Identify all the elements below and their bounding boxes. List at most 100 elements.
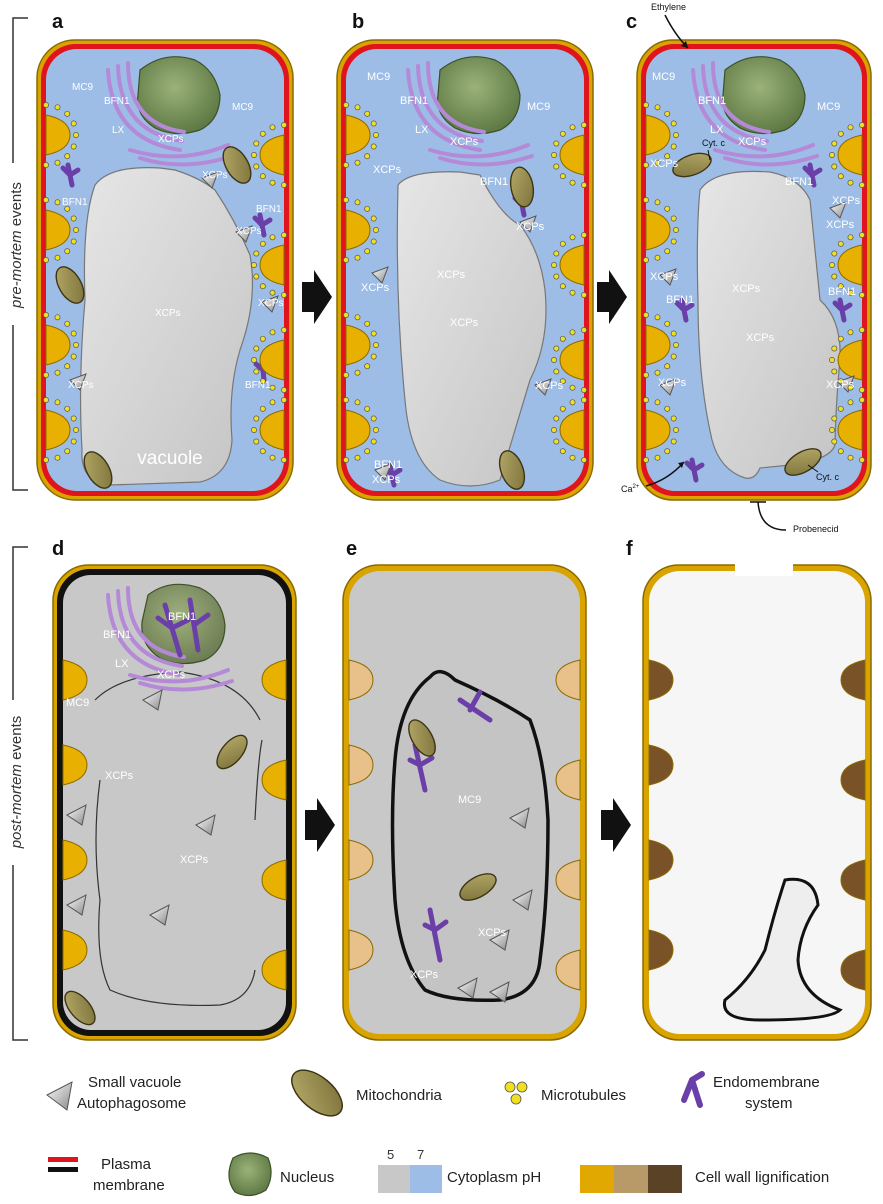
label-e-xcps-1: XCPs	[478, 927, 507, 939]
label-a-bfn1-l: BFN1	[62, 197, 88, 208]
microtubule-dot	[343, 312, 348, 317]
microtubule-dot	[554, 369, 559, 374]
microtubule-dot	[281, 387, 286, 392]
microtubule-dot	[570, 235, 575, 240]
microtubule-dot	[655, 455, 660, 460]
microtubule-dot	[281, 457, 286, 462]
label-b-xcps-r1: XCPs	[516, 221, 545, 233]
microtubule-dot	[365, 321, 370, 326]
side-label-post: post-mortem events	[8, 716, 25, 850]
arrow-b-c	[597, 270, 627, 324]
legend-system: system	[745, 1095, 793, 1112]
legend-lignin-3-swatch	[648, 1165, 682, 1193]
microtubule-dot	[371, 144, 376, 149]
arrow-e-f	[601, 798, 631, 852]
microtubule-dot	[43, 372, 48, 377]
microtubule-dot	[355, 455, 360, 460]
microtubule-dot	[270, 400, 275, 405]
microtubule-dot	[343, 102, 348, 107]
microtubule-dot	[655, 400, 660, 405]
microtubule-dot	[560, 284, 565, 289]
label-a-lx: LX	[112, 125, 125, 136]
microtubule-dot	[43, 312, 48, 317]
legend-cytoplasm-ph: Cytoplasm pH	[447, 1169, 541, 1186]
microtubule-dot	[55, 315, 60, 320]
microtubule-dot	[55, 255, 60, 260]
legend-ph-7: 7	[417, 1147, 424, 1162]
microtubule-dot	[832, 369, 837, 374]
microtubule-dot	[655, 200, 660, 205]
microtubule-dot	[829, 427, 834, 432]
microtubule-dot	[254, 141, 259, 146]
microtubule-dot	[251, 262, 256, 267]
probenecid-inhibitor	[750, 502, 786, 530]
microtubule-dot	[355, 200, 360, 205]
microtubule-dot	[65, 154, 70, 159]
microtubule-dot	[581, 387, 586, 392]
label-b-mc9-l: MC9	[367, 71, 390, 83]
microtubule-dot	[665, 321, 670, 326]
label-e-mc9: MC9	[458, 794, 481, 806]
microtubule-dot	[73, 132, 78, 137]
label-a-xcps-r3: XCPs	[258, 298, 284, 309]
microtubule-dot	[643, 397, 648, 402]
microtubule-dot	[260, 284, 265, 289]
legend-lignin-2-swatch	[614, 1165, 648, 1193]
microtubule-dot	[71, 439, 76, 444]
microtubule-dot	[643, 372, 648, 377]
microtubule-dot	[371, 416, 376, 421]
label-c-xcps-l1: XCPs	[650, 158, 679, 170]
microtubule-dot	[838, 241, 843, 246]
microtubule-dot	[671, 239, 676, 244]
microtubule-dot	[570, 290, 575, 295]
label-c-ca: Ca2+	[621, 484, 640, 494]
microtubule-dot	[281, 182, 286, 187]
microtubule-dot	[365, 249, 370, 254]
label-c-mc9-l: MC9	[652, 71, 675, 83]
microtubule-dot	[270, 455, 275, 460]
label-b-mc9-r: MC9	[527, 101, 550, 113]
microtubule-dot	[859, 397, 864, 402]
microtubule-dot	[581, 122, 586, 127]
microtubule-dot	[859, 327, 864, 332]
label-b-xcps-c1: XCPs	[437, 269, 466, 281]
microtubule-dot	[829, 262, 834, 267]
microtubule-dot	[260, 336, 265, 341]
microtubule-dot	[251, 427, 256, 432]
microtubule-dot	[270, 385, 275, 390]
microtubule-dot	[251, 357, 256, 362]
microtubule-dot	[43, 457, 48, 462]
microtubule-dot	[254, 346, 259, 351]
label-c-xcps-l3: XCPs	[658, 377, 687, 389]
label-a-bfn1-r: BFN1	[256, 204, 282, 215]
microtubule-dot	[832, 164, 837, 169]
microtubule-dot	[73, 427, 78, 432]
microtubule-dot	[570, 385, 575, 390]
legend-small-vacuole-icon	[47, 1082, 72, 1110]
label-c-xcps-c1: XCPs	[732, 283, 761, 295]
side-brackets	[13, 18, 28, 1040]
label-b-xcps-b: XCPs	[372, 474, 401, 486]
microtubule-dot	[859, 387, 864, 392]
microtubule-dot	[832, 346, 837, 351]
label-b-bfn1-top: BFN1	[400, 95, 428, 107]
microtubule-dot	[355, 105, 360, 110]
legend-microtubules: Microtubules	[541, 1087, 626, 1104]
microtubule-dot	[365, 406, 370, 411]
microtubule-dot	[655, 255, 660, 260]
vacuole-a	[81, 168, 253, 485]
microtubule-dot	[270, 330, 275, 335]
microtubule-dot	[643, 197, 648, 202]
label-d-xcps-er: XCPs	[157, 669, 186, 681]
label-a-xcps-er: XCPs	[158, 134, 184, 145]
microtubule-dot	[43, 397, 48, 402]
microtubule-dot	[859, 232, 864, 237]
microtubule-dot	[570, 400, 575, 405]
microtubule-dot	[848, 235, 853, 240]
microtubule-dot	[371, 239, 376, 244]
microtubule-dot	[371, 439, 376, 444]
microtubule-dot	[281, 397, 286, 402]
microtubule-dot	[373, 427, 378, 432]
microtubule-dot	[355, 315, 360, 320]
label-a-xcps-l: XCPs	[68, 380, 94, 391]
